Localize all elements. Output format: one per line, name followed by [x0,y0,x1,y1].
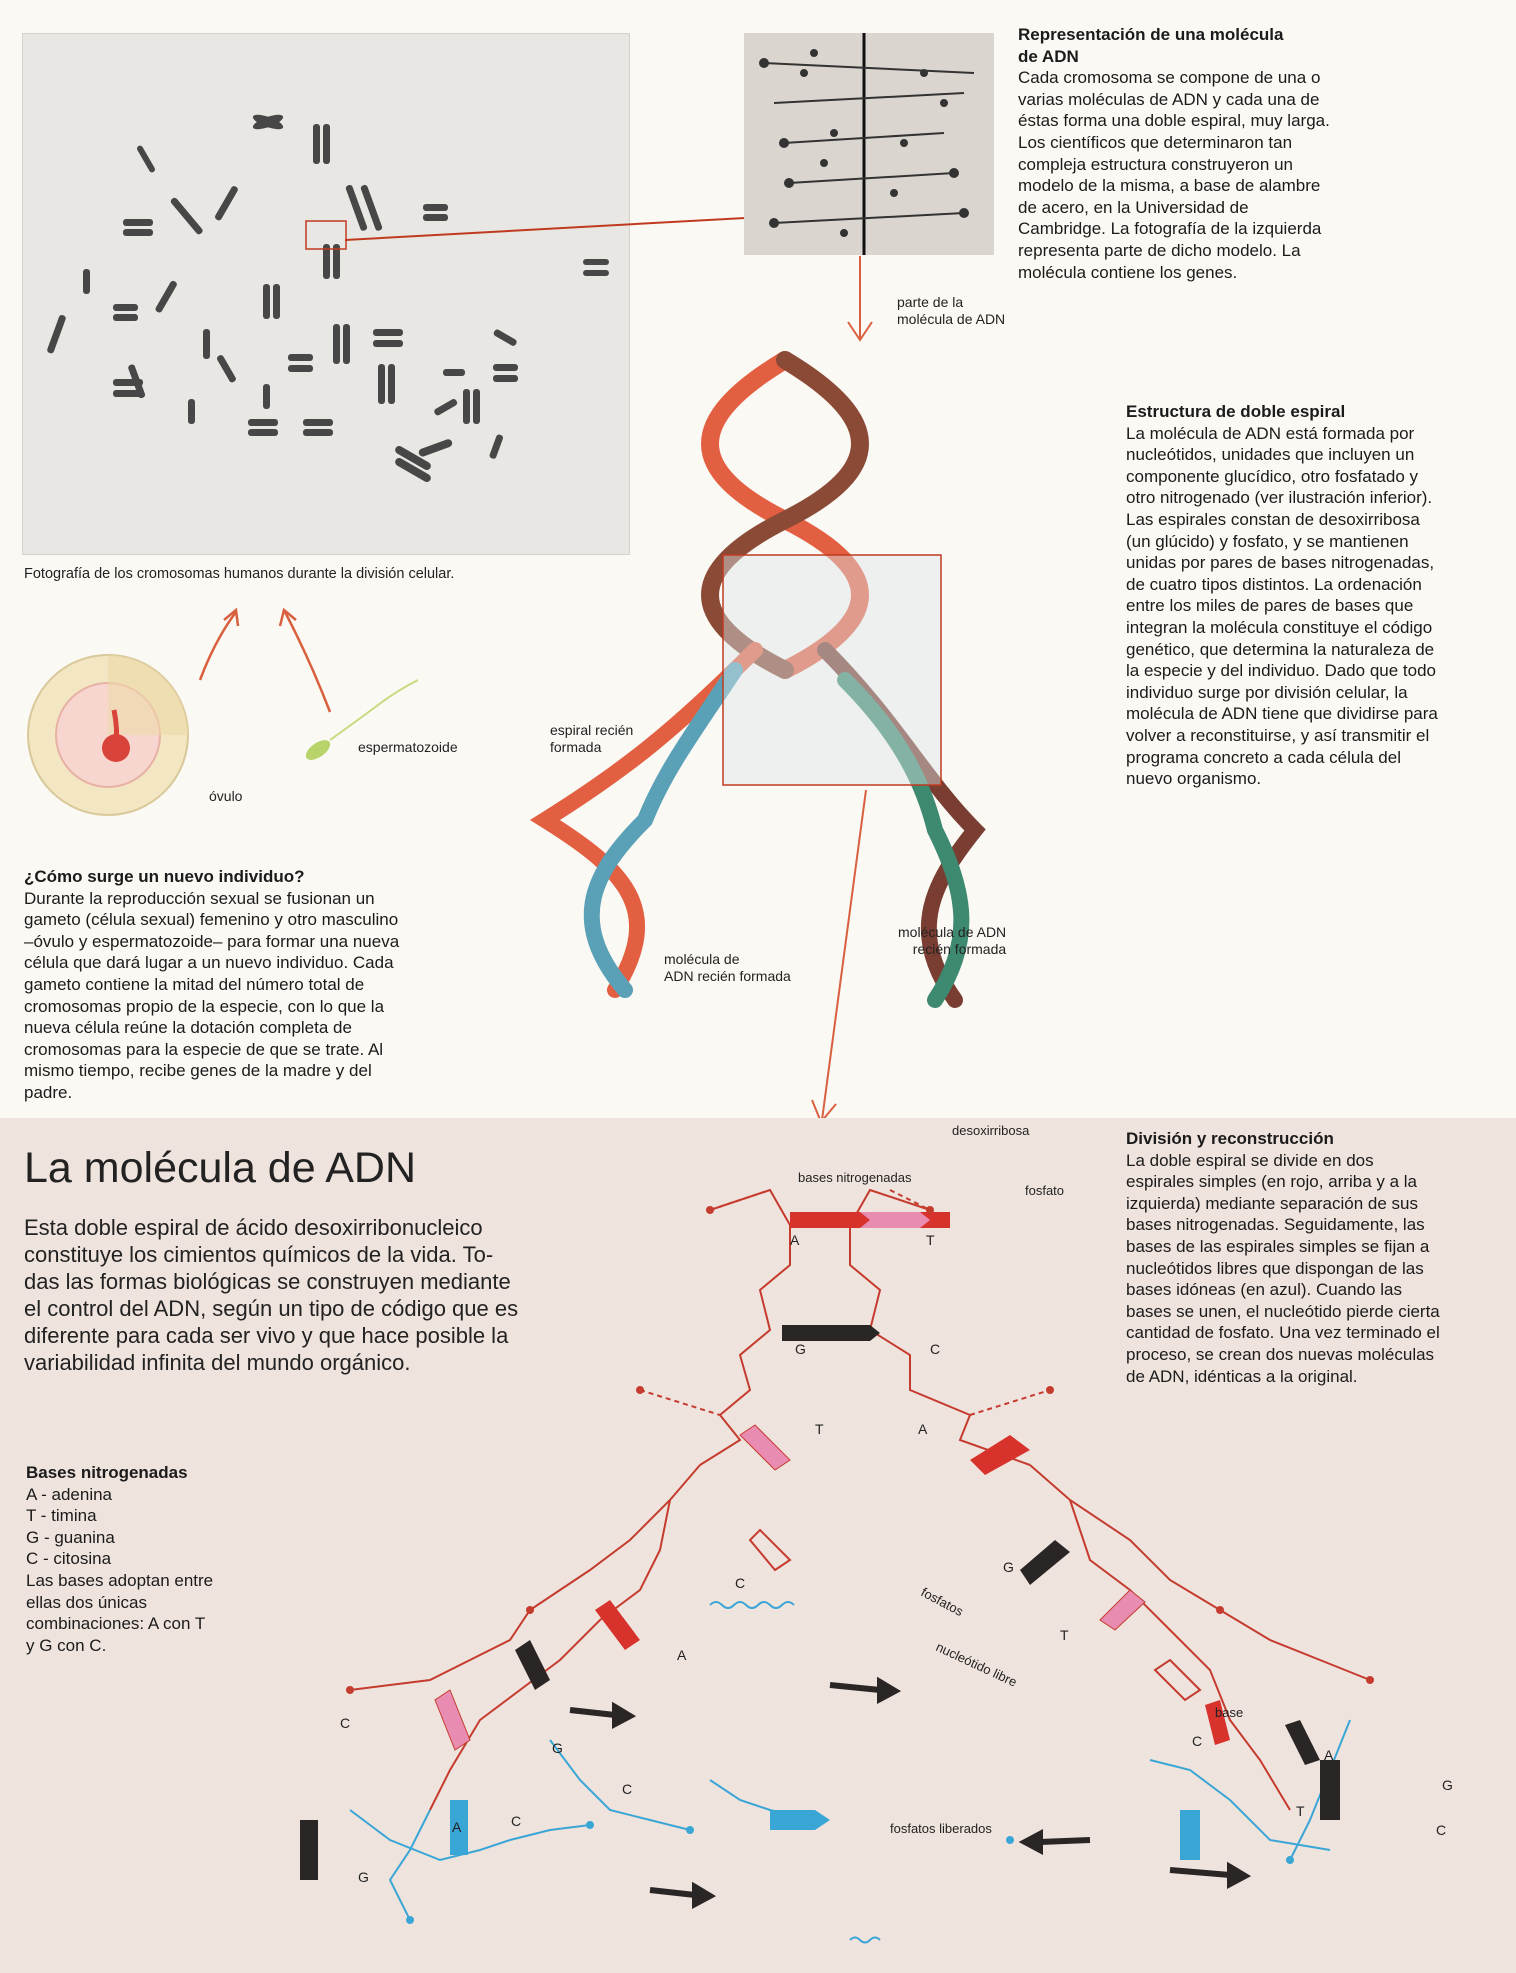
svg-text:C: C [340,1715,350,1731]
svg-text:C: C [1436,1822,1446,1838]
espermatozoide-illustration [305,679,419,760]
label-bases-nitrogenadas: bases nitrogenadas [798,1170,912,1185]
estructura-body: La molécula de ADN está formada por nucl… [1126,423,1438,789]
replication-diagram: desoxirribosa bases nitrogenadas fosfato… [300,1123,1453,1944]
svg-text:T: T [1296,1803,1305,1819]
division-title: División y reconstrucción [1126,1129,1334,1148]
gametes-illustration [27,654,419,816]
bases-body: A - adenina T - timina G - guanina C - c… [26,1484,214,1655]
estructura-title: Estructura de doble espiral [1126,402,1346,421]
bases-section: Bases nitrogenadas A - adenina T - timin… [26,1462,266,1656]
label-base: base [1215,1705,1243,1720]
bases-title: Bases nitrogenadas [26,1463,188,1482]
svg-text:G: G [795,1341,806,1357]
label-fosfato: fosfato [1025,1183,1064,1198]
svg-text:C: C [930,1341,940,1357]
label-nucleotido-libre: nucleótido libre [934,1639,1020,1690]
label-espiral-recien: espiral recién formada [550,722,634,755]
label-parte-molecula: parte de la molécula de ADN [897,294,1006,327]
svg-text:C: C [511,1813,521,1829]
representacion-body: Cada cromosoma se compone de una o varia… [1018,68,1330,282]
individuo-section: ¿Cómo surge un nuevo individuo? Durante … [24,866,464,1104]
svg-text:A: A [790,1232,800,1248]
representacion-section: Representación de una molécula de ADN Ca… [1018,24,1378,283]
page-title: La molécula de ADN [24,1144,416,1192]
chromosome-photo [22,33,630,555]
label-molecula-recien-right: molécula de ADN recién formada [898,924,1007,957]
division-section: División y reconstrucción La doble espir… [1126,1128,1506,1387]
bottom-panel [0,1118,1516,1973]
svg-text:A: A [452,1819,462,1835]
svg-text:T: T [815,1421,824,1437]
label-fosfatos-liberados: fosfatos liberados [890,1821,992,1836]
intro-text: Esta doble espiral de ácido desoxirribon… [24,1215,519,1375]
label-espermatozoide: espermatozoide [358,739,458,755]
svg-text:A: A [677,1647,687,1663]
estructura-section: Estructura de doble espiral La molécula … [1126,401,1506,790]
dna-model-photo [744,33,994,255]
individuo-title: ¿Cómo surge un nuevo individuo? [24,867,305,886]
highlight-box [305,220,347,250]
svg-text:T: T [1060,1627,1069,1643]
detail-box [722,554,942,786]
double-helix-illustration [529,351,986,1008]
base-pair-top [782,1212,950,1341]
photo-caption: Fotografía de los cromosomas humanos dur… [24,566,455,582]
svg-text:G: G [1442,1777,1453,1793]
svg-text:C: C [622,1781,632,1797]
ovulo-illustration [27,654,189,816]
svg-text:T: T [926,1232,935,1248]
label-desoxirribosa: desoxirribosa [952,1123,1030,1138]
svg-text:C: C [1192,1733,1202,1749]
representacion-title: Representación de una molécula de ADN [1018,25,1284,66]
svg-text:G: G [552,1740,563,1756]
label-fosfatos: fosfatos [919,1584,967,1619]
svg-text:C: C [735,1575,745,1591]
svg-text:G: G [358,1869,369,1885]
label-ovulo: óvulo [209,788,243,804]
svg-text:A: A [918,1421,928,1437]
chromosome-illustration [47,114,609,482]
label-molecula-recien-left: molécula de ADN recién formada [664,951,791,984]
division-body: La doble espiral se divide en dos espira… [1126,1150,1440,1386]
individuo-body: Durante la reproducción sexual se fusion… [24,888,400,1102]
svg-text:A: A [1324,1747,1334,1763]
base-letters: A T G C T A C G A T C G C A G C C A T G … [340,1232,1453,1885]
svg-text:G: G [1003,1559,1014,1575]
